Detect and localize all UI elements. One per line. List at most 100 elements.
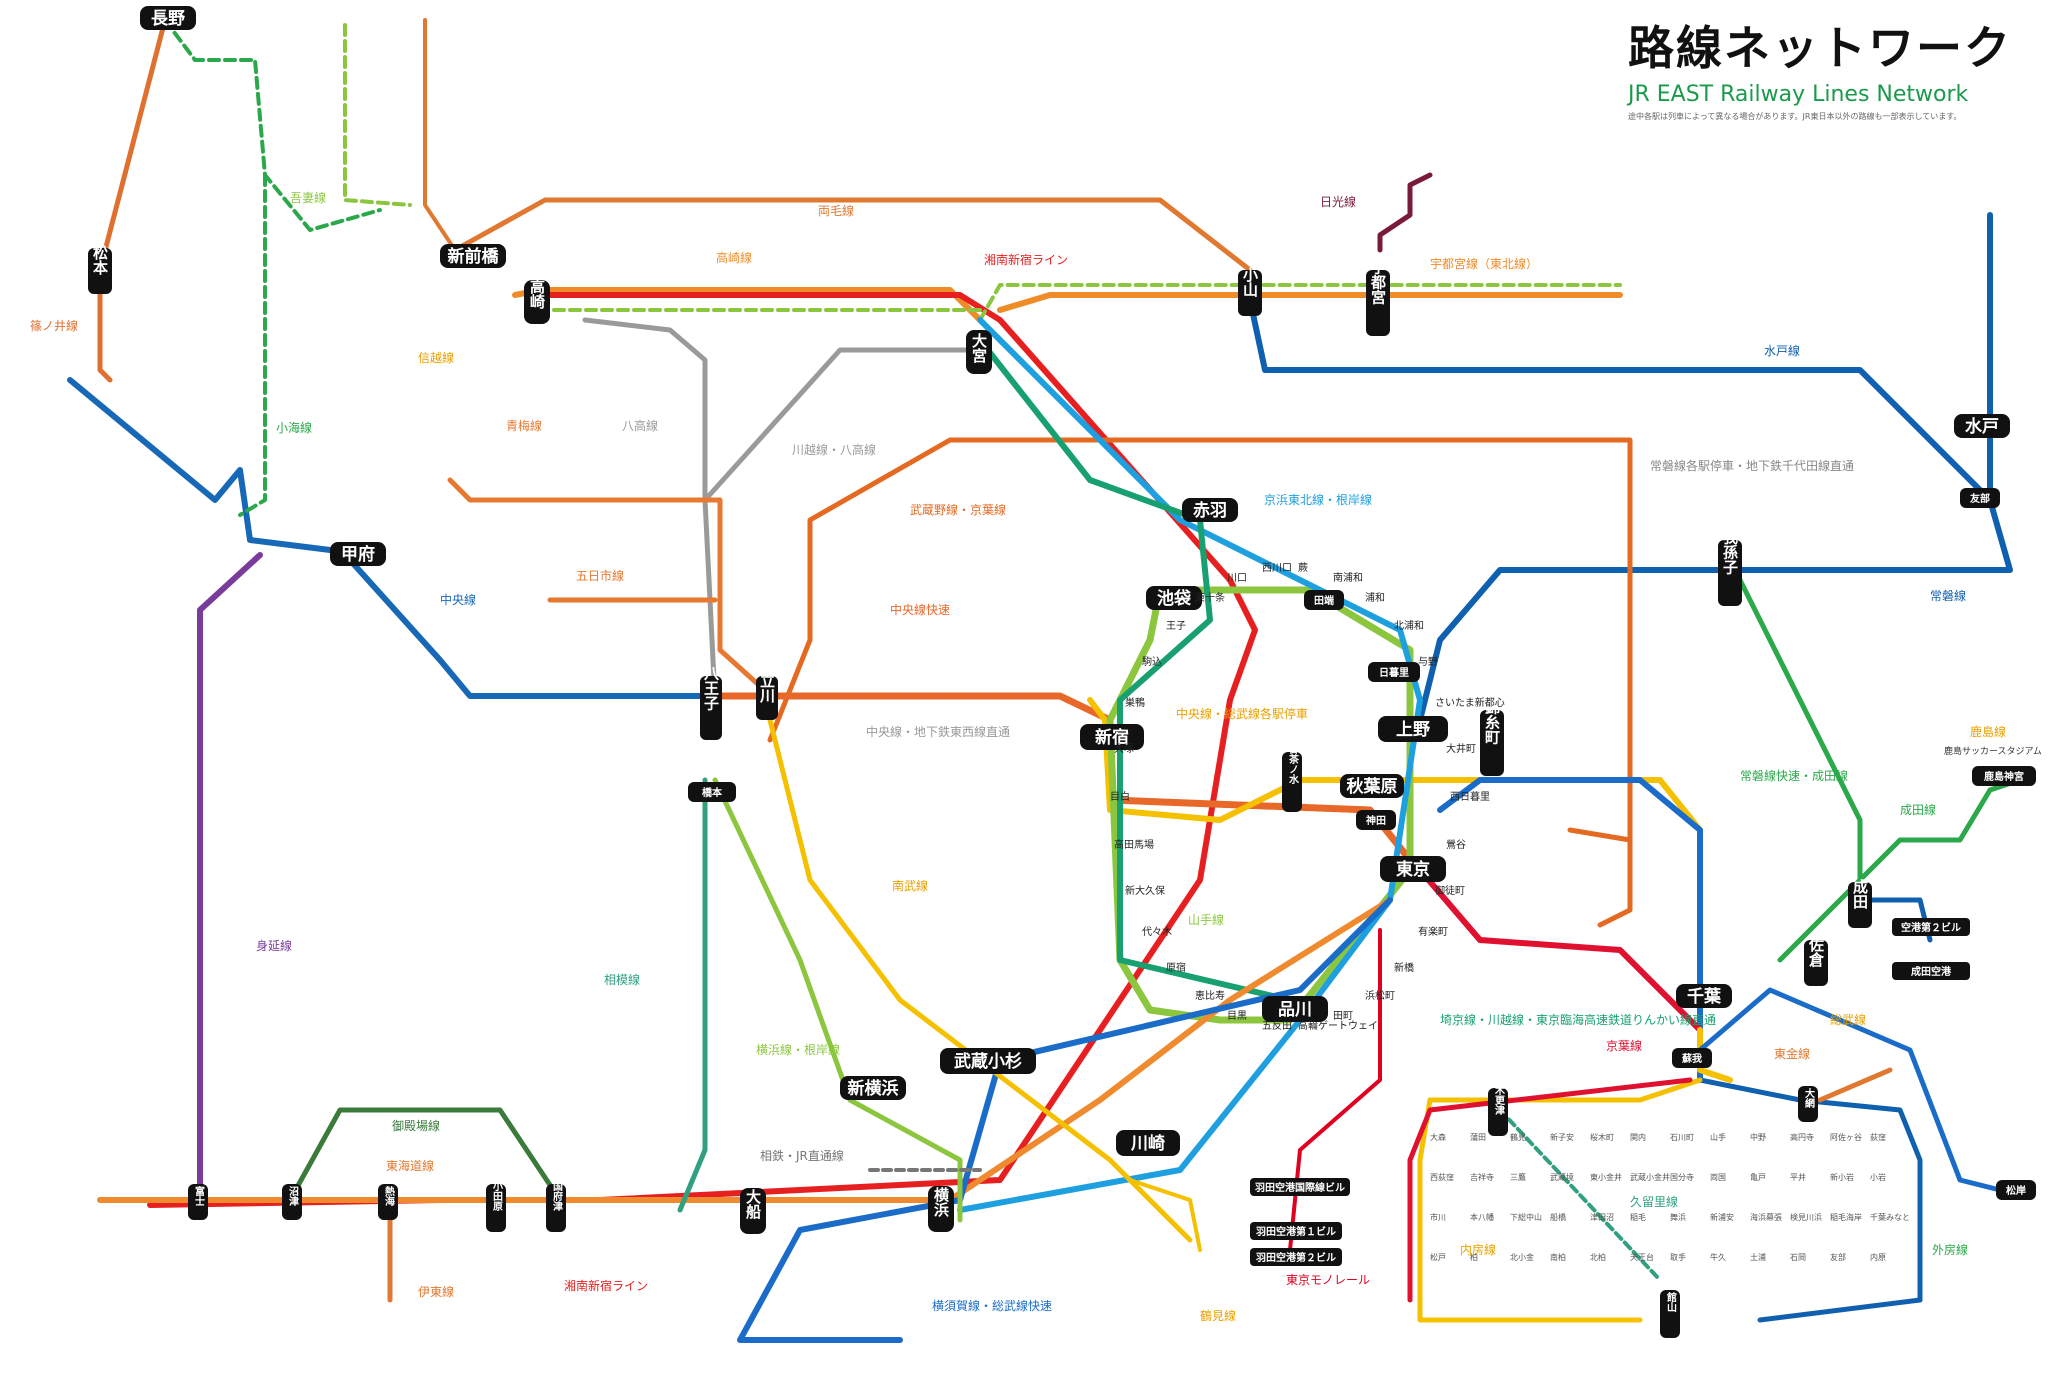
minor-station-label: 目白 [1110, 790, 1130, 803]
station-omiya[interactable]: 大宮 [966, 330, 992, 374]
minor-station-label: 北小金 [1510, 1252, 1534, 1262]
minor-station-label: 目黒 [1227, 1010, 1247, 1022]
station-akabane[interactable]: 赤羽 [1182, 498, 1238, 522]
label-chuo-rapid: 中央線快速 [890, 602, 950, 617]
station-ikebukuro[interactable]: 池袋 [1146, 586, 1202, 610]
station-yokohama[interactable]: 横浜 [928, 1186, 954, 1232]
station-kozu[interactable]: 国府津 [546, 1181, 566, 1232]
station-kinshicho[interactable]: 錦糸町 [1480, 699, 1504, 776]
minor-station-label: 三鷹 [1510, 1172, 1526, 1182]
label-gotemba: 御殿場線 [392, 1118, 440, 1133]
station-matsugishi[interactable]: 松岸 [1996, 1180, 2036, 1200]
station-label: 大船 [744, 1188, 762, 1220]
station-haneda-t2[interactable]: 羽田空港第２ビル [1250, 1248, 1342, 1266]
label-yokohama: 横浜線・根岸線 [756, 1042, 840, 1057]
station-ueno[interactable]: 上野 [1378, 716, 1448, 742]
station-tabata[interactable]: 田端 [1304, 590, 1344, 610]
station-label: 東京 [1396, 859, 1430, 880]
station-kashimajingu[interactable]: 鹿島神宮 [1972, 766, 2036, 786]
station-odawara[interactable]: 小田原 [486, 1180, 506, 1232]
station-label: 宇都宮 [1369, 259, 1387, 306]
station-label: 川崎 [1130, 1133, 1165, 1154]
minor-station-label: 荻窪 [1870, 1132, 1886, 1142]
minor-stations: 西日暮里鶯谷御徒町有楽町新橋浜松町田町高輪ゲートウェイ五反田目黒恵比寿原宿代々木… [1110, 562, 1910, 1262]
station-oami[interactable]: 大網 [1798, 1086, 1818, 1122]
station-ochanomizu[interactable]: 御茶ノ水 [1282, 743, 1302, 812]
station-label: 大網 [1803, 1087, 1815, 1109]
station-sakura[interactable]: 佐倉 [1804, 936, 1828, 986]
station-haneda-t3[interactable]: 羽田空港国際線ビル [1250, 1178, 1350, 1196]
station-tokyo[interactable]: 東京 [1380, 856, 1446, 882]
minor-station-label: 原宿 [1166, 961, 1186, 974]
station-abiko[interactable]: 我孫子 [1718, 529, 1742, 606]
line-gotemba [287, 1107, 563, 1203]
minor-station-label: 新小岩 [1830, 1172, 1854, 1182]
station-label: 蘇我 [1681, 1052, 1702, 1065]
minor-station-label: 石岡 [1790, 1253, 1806, 1262]
station-nippori[interactable]: 日暮里 [1368, 662, 1420, 682]
station-shinagawa[interactable]: 品川 [1262, 996, 1328, 1022]
label-chuo-sobu: 中央線・総武線各駅停車 [1176, 706, 1308, 721]
station-kisarazu[interactable]: 木更津 [1488, 1084, 1508, 1136]
minor-station-label: 南柏 [1550, 1252, 1566, 1262]
station-kofu[interactable]: 甲府 [330, 542, 386, 566]
station-tomobe[interactable]: 友部 [1960, 488, 2000, 508]
station-narita[interactable]: 成田 [1848, 878, 1872, 928]
station-fuji[interactable]: 富士 [188, 1184, 208, 1220]
station-mito[interactable]: 水戸 [1954, 414, 2010, 438]
station-matsumoto[interactable]: 松本 [88, 244, 112, 294]
station-label: 八王子 [702, 666, 720, 712]
station-kawasaki[interactable]: 川崎 [1116, 1130, 1180, 1156]
station-shinmaebashi[interactable]: 新前橋 [440, 244, 506, 268]
label-kashima-stadium: 鹿島サッカースタジアム [1944, 745, 2042, 757]
station-akihabara[interactable]: 秋葉原 [1340, 774, 1404, 798]
station-soga[interactable]: 蘇我 [1672, 1048, 1712, 1068]
station-narita-t2[interactable]: 空港第２ビル [1892, 918, 1970, 936]
label-musashino: 武蔵野線・京葉線 [910, 502, 1006, 517]
minor-station-label: 船橋 [1550, 1212, 1566, 1222]
station-nagano[interactable]: 長野 [140, 6, 196, 30]
minor-station-label: 関内 [1630, 1132, 1646, 1142]
label-shonan-south: 湘南新宿ライン [564, 1278, 648, 1293]
station-ofuna[interactable]: 大船 [740, 1188, 766, 1234]
line-tsurumi [1128, 1178, 1202, 1252]
station-musashikosugi[interactable]: 武蔵小杉 [940, 1048, 1036, 1074]
minor-station-label: 高円寺 [1790, 1132, 1814, 1142]
station-shinjuku[interactable]: 新宿 [1080, 724, 1144, 750]
station-tateyama[interactable]: 館山 [1660, 1290, 1680, 1338]
minor-station-label: 本八幡 [1470, 1212, 1494, 1222]
label-koumi: 小海線 [276, 420, 312, 435]
minor-station-label: さいたま新都心 [1435, 696, 1505, 709]
station-label: 羽田空港第１ビル [1256, 1225, 1336, 1238]
station-label: 沼津 [287, 1185, 299, 1207]
station-label: 池袋 [1157, 588, 1192, 609]
station-chiba[interactable]: 千葉 [1676, 984, 1732, 1008]
station-tachikawa[interactable]: 立川 [756, 672, 778, 720]
label-tokaido: 東海道線 [386, 1158, 434, 1173]
label-saikyo: 埼京線・川越線・東京臨海高速鉄道りんかい線直通 [1440, 1012, 1716, 1027]
line-koumi [238, 173, 267, 517]
minor-station-label: 石川町 [1670, 1133, 1694, 1142]
station-narita-t1[interactable]: 成田空港 [1892, 962, 1970, 980]
line-joban [1417, 212, 2013, 723]
station-hachioji[interactable]: 八王子 [700, 666, 722, 741]
line-kururi [1498, 1108, 1662, 1282]
station-haneda-t1[interactable]: 羽田空港第１ビル [1250, 1222, 1342, 1240]
station-label: 新横浜 [848, 1078, 899, 1099]
rail-lines [67, 17, 2023, 1343]
station-kanda[interactable]: 神田 [1356, 810, 1396, 830]
label-shinonoi: 篠ノ井線 [30, 318, 78, 333]
station-atami[interactable]: 熱海 [378, 1184, 398, 1220]
minor-station-label: 松戸 [1430, 1252, 1446, 1262]
minor-station-label: 田町 [1333, 1011, 1353, 1022]
minor-station-label: 蒲田 [1470, 1132, 1486, 1142]
station-label: 館山 [1665, 1291, 1678, 1313]
station-hashimoto[interactable]: 橋本 [688, 782, 736, 802]
station-oyama[interactable]: 小山 [1238, 267, 1262, 316]
station-numazu[interactable]: 沼津 [282, 1184, 302, 1220]
label-hachiko: 八高線 [622, 418, 658, 433]
station-utsunomiya[interactable]: 宇都宮 [1366, 259, 1390, 336]
station-takasaki[interactable]: 高崎 [524, 278, 550, 324]
line-musashino [767, 437, 1633, 928]
station-shinyokohama[interactable]: 新横浜 [840, 1076, 906, 1100]
